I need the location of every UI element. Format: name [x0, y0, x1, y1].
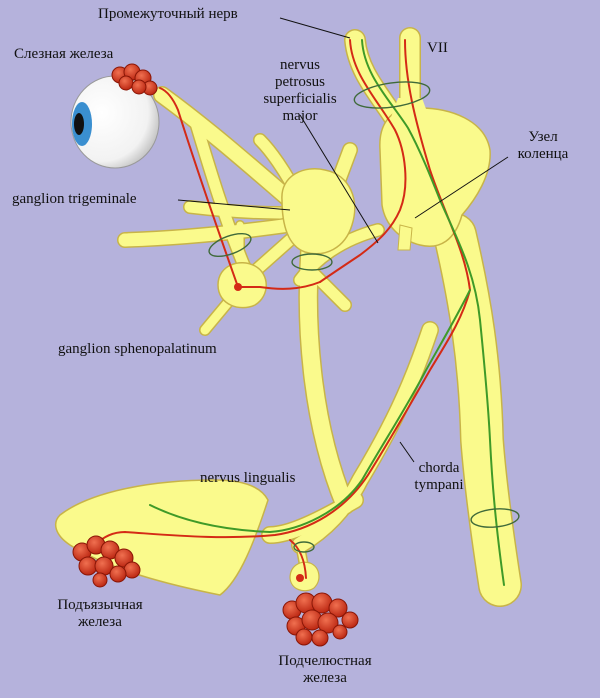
label-intermediate-nerve: Промежуточный нерв	[98, 6, 238, 22]
label-chorda-tympani-line-1: chorda	[418, 460, 460, 476]
submandibular-gland-shape	[282, 592, 359, 647]
sphenopalatine-synapse	[234, 283, 242, 291]
label-submandibular-gland-line-1: Подчелюстная	[278, 653, 372, 669]
leader-lines	[177, 17, 509, 463]
label-nervus-lingualis: nervus lingualis	[200, 470, 296, 486]
tympanic-branch	[397, 224, 413, 251]
label-geniculate-ganglion-line-2: коленца	[517, 146, 569, 162]
trigeminal-ganglion-shape	[281, 168, 356, 255]
label-geniculate-ganglion: Узел коленца	[508, 129, 578, 163]
label-sublingual-gland-line-2: железа	[78, 614, 122, 630]
label-nervus-petrosus-line-3: superficialis	[263, 91, 337, 107]
eye-icon	[70, 75, 160, 169]
label-nervus-petrosus-line-1: nervus	[280, 57, 320, 73]
label-submandibular-gland: Подчелюстная железа	[255, 653, 395, 687]
label-ganglion-trigeminale: ganglion trigeminale	[12, 191, 137, 207]
label-ganglion-sphenopalatinum: ganglion sphenopalatinum	[58, 341, 217, 357]
label-lacrimal-gland: Слезная железа	[14, 46, 114, 62]
label-nervus-petrosus-line-4: major	[282, 108, 318, 124]
label-chorda-tympani: chorda tympani	[404, 460, 474, 494]
submandibular-synapse	[296, 574, 304, 582]
sublingual-gland-shape	[72, 535, 141, 588]
lacrimal-gland-shape	[111, 63, 158, 96]
label-sublingual-gland: Подъязычная железа	[40, 597, 160, 631]
nerve-rings	[208, 81, 520, 553]
label-geniculate-ganglion-line-1: Узел	[528, 129, 558, 145]
label-nervus-petrosus-line-2: petrosus	[275, 74, 325, 90]
tongue-shape	[54, 479, 269, 596]
facial-nerve-upper	[390, 98, 430, 120]
submandibular-ganglion-shape	[289, 561, 320, 592]
label-chorda-tympani-line-2: tympani	[414, 477, 464, 493]
sensory-fibers	[149, 39, 505, 586]
nerve-fills	[118, 28, 521, 606]
label-submandibular-gland-line-2: железа	[303, 670, 347, 686]
sphenopalatine-ganglion-shape	[217, 262, 267, 309]
label-nervus-petrosus: nervus petrosus superficialis major	[235, 57, 365, 125]
label-sublingual-gland-line-1: Подъязычная	[57, 597, 143, 613]
label-facial-nerve: VII	[427, 40, 448, 56]
